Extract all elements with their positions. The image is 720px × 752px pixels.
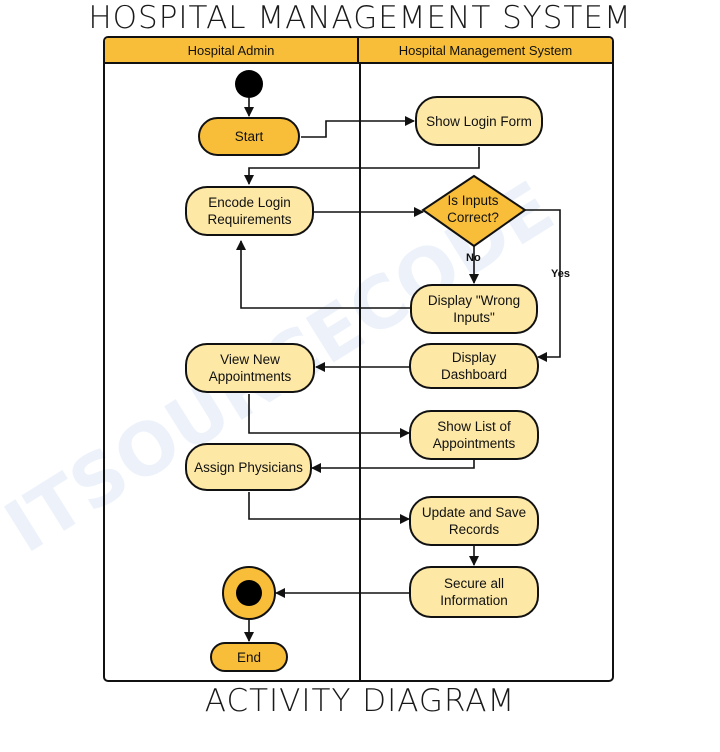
lane-divider <box>359 64 361 680</box>
page-title: HOSPITAL MANAGEMENT SYSTEM <box>88 0 632 36</box>
edge-show-login-to-encode <box>244 147 480 185</box>
diagram-frame: Hospital Admin Hospital Management Syste… <box>103 36 614 682</box>
wrong-inputs-node: Display "Wrong Inputs" <box>410 284 538 334</box>
edge-label-no: No <box>466 252 481 264</box>
lane-header-hospital-admin: Hospital Admin <box>105 38 359 64</box>
lane-header-system: Hospital Management System <box>359 38 612 64</box>
decision-diamond <box>421 174 527 248</box>
decision-label: Is Inputs Correct? <box>447 193 499 225</box>
show-list-node: Show List of Appointments <box>409 410 539 460</box>
edge-label-yes: Yes <box>551 268 570 280</box>
view-appointments-node: View New Appointments <box>185 343 315 393</box>
flow-connectors <box>222 70 561 642</box>
display-dashboard-node: Display Dashboard <box>409 343 539 389</box>
assign-physicians-node: Assign Physicians <box>185 443 312 491</box>
page-footer: ACTIVITY DIAGRAM <box>204 683 516 719</box>
secure-info-node: Secure all Information <box>409 566 539 618</box>
edge-show-list-to-assign <box>311 460 475 473</box>
final-node-inner <box>236 580 262 606</box>
edge-wrong-to-encode <box>236 240 410 309</box>
start-node: Start <box>198 117 300 156</box>
initial-node <box>235 70 263 98</box>
edge-assign-to-update <box>248 492 410 524</box>
edge-view-to-show-list <box>248 394 410 438</box>
end-node: End <box>210 642 288 672</box>
encode-login-node: Encode Login Requirements <box>185 186 314 236</box>
update-save-node: Update and Save Records <box>409 496 539 546</box>
edge-decision-yes <box>524 209 561 362</box>
edge-start-to-show-login <box>301 116 415 138</box>
show-login-form-node: Show Login Form <box>415 96 543 146</box>
